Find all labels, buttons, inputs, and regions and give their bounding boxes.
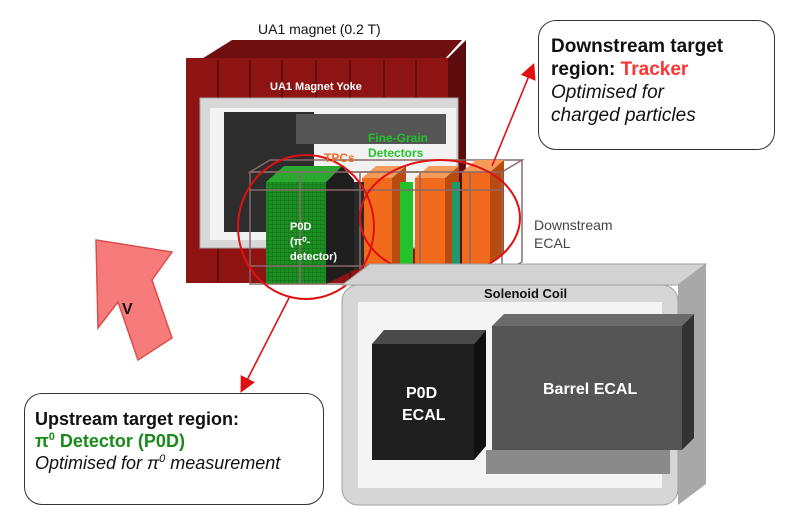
beam-arrow-label: V <box>122 301 133 318</box>
downstream-callout: Downstream target region: Tracker Optimi… <box>538 20 775 150</box>
downstream-ecal-label-line1: Downstream <box>534 217 613 233</box>
fgd-label-line2: Detectors <box>368 146 424 160</box>
upstream-callout-p0d: Detector (P0D) <box>54 431 185 451</box>
beam-arrow <box>95 239 174 362</box>
upstream-callout-pi: π <box>35 431 49 451</box>
tpcs-label: TPCs <box>324 151 355 165</box>
magnet-title-label: UA1 magnet (0.2 T) <box>258 21 381 37</box>
p0d-ecal-label-line1: P0D <box>406 385 437 402</box>
downstream-callout-line2-prefix: region: <box>551 59 621 80</box>
downstream-callout-line2: region: Tracker <box>551 58 762 81</box>
upstream-highlight-ellipse <box>237 154 375 300</box>
barrel-ecal-label: Barrel ECAL <box>543 381 637 398</box>
pointer-arrow-downstream <box>491 63 536 167</box>
upstream-callout: Upstream target region: π0 Detector (P0D… <box>24 393 324 505</box>
magnet-yoke-label: UA1 Magnet Yoke <box>270 81 362 93</box>
p0d-label-line2: (π⁰- <box>290 236 310 248</box>
upstream-callout-line3-rest: measurement <box>165 453 281 473</box>
upstream-callout-line3-prefix: Optimised for π <box>35 453 160 473</box>
pointer-arrow-upstream <box>240 295 291 393</box>
p0d-module <box>266 166 364 284</box>
barrel-ecal <box>492 314 694 450</box>
solenoid-coil-label: Solenoid Coil <box>484 286 567 301</box>
upstream-callout-line1: Upstream target region: <box>35 409 240 429</box>
tracker-highlight-text: Tracker <box>620 59 689 80</box>
upstream-callout-line3-sup: 0 <box>159 453 166 465</box>
downstream-ecal-label-line2: ECAL <box>534 235 571 251</box>
downstream-callout-line1: Downstream target <box>551 36 724 57</box>
upstream-callout-line2: π0 Detector (P0D) <box>35 430 313 452</box>
upstream-callout-sup: 0 <box>48 431 55 443</box>
p0d-ecal-label-line2: ECAL <box>402 407 446 424</box>
downstream-callout-line4: charged particles <box>551 105 696 126</box>
upstream-callout-line3: Optimised for π0 measurement <box>35 452 313 474</box>
p0d-ecal <box>372 330 486 460</box>
fgd-label-line1: Fine-Grain <box>368 131 428 145</box>
downstream-callout-line3: Optimised for <box>551 82 664 103</box>
p0d-label-line1: P0D <box>290 221 311 233</box>
p0d-label-line3: detector) <box>290 251 337 263</box>
